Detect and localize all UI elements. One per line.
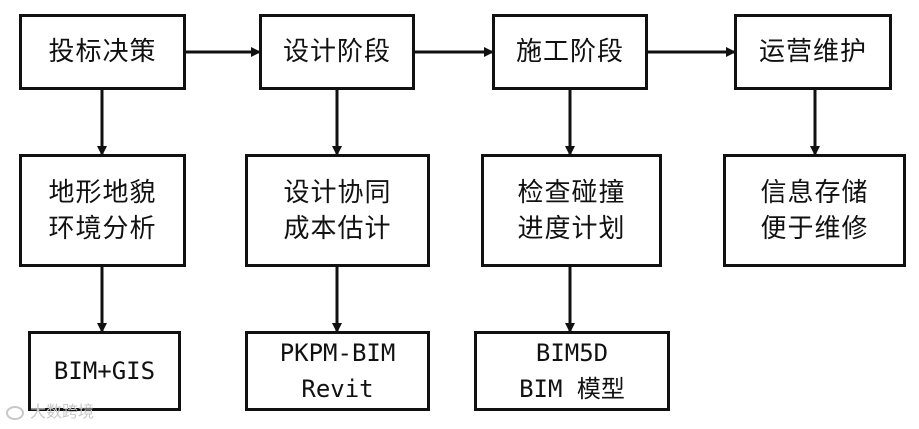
stage-box-design: 设计阶段 (259, 14, 415, 90)
logo-icon (6, 405, 24, 420)
task-box-design-cost: 设计协同 成本估计 (245, 154, 430, 267)
tool-box-bim5d-model: BIM5D BIM 模型 (474, 331, 670, 411)
task-label-line2: 成本估计 (283, 213, 392, 244)
tool-label-line1: PKPM-BIM (279, 339, 396, 367)
stage-label: 投标决策 (48, 37, 157, 67)
stage-box-bid-decision: 投标决策 (19, 14, 186, 90)
task-box-info-maintenance: 信息存储 便于维修 (723, 154, 906, 267)
task-label-line1: 地形地貌 (48, 177, 157, 208)
task-box-terrain-analysis: 地形地貌 环境分析 (19, 154, 186, 267)
tool-box-bim-gis: BIM+GIS (28, 331, 181, 411)
tool-label-line1: BIM5D (535, 339, 609, 367)
stage-label: 设计阶段 (282, 37, 391, 67)
stage-box-construction: 施工阶段 (492, 14, 648, 90)
task-label-line2: 进度计划 (517, 213, 626, 244)
stage-label: 施工阶段 (515, 37, 624, 67)
task-label-line2: 环境分析 (48, 213, 157, 244)
stage-box-operation: 运营维护 (734, 14, 892, 90)
task-label-line1: 设计协同 (283, 177, 392, 208)
task-label-line1: 检查碰撞 (517, 177, 626, 208)
tool-box-pkpm-revit: PKPM-BIM Revit (245, 331, 430, 411)
task-label-line1: 信息存储 (760, 177, 869, 208)
watermark-text: 大数跨境 (30, 402, 95, 421)
stage-label: 运营维护 (758, 37, 867, 67)
tool-label-line1: BIM+GIS (53, 357, 156, 385)
task-label-line2: 便于维修 (760, 213, 869, 244)
tool-label-line2: Revit (301, 375, 374, 403)
tool-label-line2: BIM 模型 (519, 375, 625, 403)
task-box-clash-schedule: 检查碰撞 进度计划 (481, 154, 662, 267)
watermark: 大数跨境 (6, 398, 94, 422)
